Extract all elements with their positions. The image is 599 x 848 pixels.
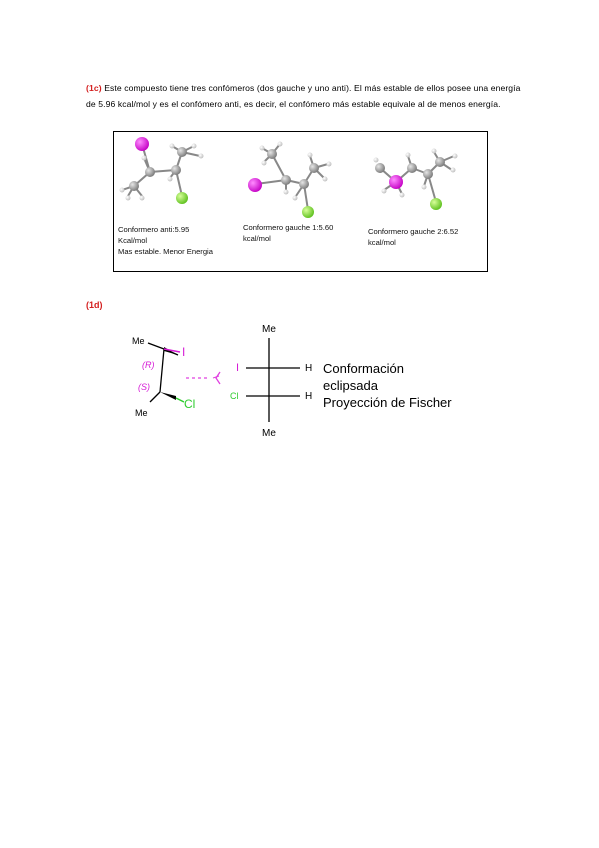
fischer-me-bottom: Me xyxy=(262,428,276,439)
caption-line-1: Conformación xyxy=(323,361,404,376)
zigzag-me-bottom: Me xyxy=(135,408,148,418)
conformer-anti-atoms xyxy=(119,137,204,204)
fischer-chlorine: Cl xyxy=(230,391,239,401)
iodine-bond xyxy=(163,348,181,353)
conformer-gauche1-caption: Conformero gauche 1:5.60 kcal/mol xyxy=(243,222,333,244)
paragraph-1c: (1c) Este compuesto tiene tres confómero… xyxy=(86,80,526,112)
conformer-gauche1-model xyxy=(255,143,329,211)
conformers-figure: Conformero anti:5.95 Kcal/mol Mas establ… xyxy=(113,131,488,272)
fischer-me-top: Me xyxy=(262,324,276,335)
dashed-arrow xyxy=(186,371,221,385)
zigzag-structure: Me Me (R) (S) I Cl xyxy=(132,336,195,418)
conformer-anti-caption: Conformero anti:5.95 Kcal/mol Mas establ… xyxy=(118,224,213,257)
conformer-gauche2-line2: kcal/mol xyxy=(368,238,396,247)
conformer-gauche1-line2: kcal/mol xyxy=(243,234,271,243)
zigzag-chlorine: Cl xyxy=(184,397,195,411)
stereo-label-r: (R) xyxy=(142,360,155,370)
caption-line-3: Proyección de Fischer xyxy=(323,395,452,410)
section-label-1d: (1d) xyxy=(86,300,103,310)
conformers-drawing xyxy=(119,137,458,218)
chlorine-bond xyxy=(175,397,185,403)
conformer-gauche2-line1: Conformero gauche 2:6.52 xyxy=(368,227,459,236)
conformer-gauche1-atoms xyxy=(248,141,332,218)
zigzag-iodine: I xyxy=(182,345,185,359)
conformer-anti-line3: Mas estable. Menor Energia xyxy=(118,247,213,256)
section-label-1c: (1c) xyxy=(86,82,102,93)
fischer-iodine: I xyxy=(236,362,239,374)
conformer-anti-line2: Kcal/mol xyxy=(118,236,148,245)
conformer-gauche2-atoms xyxy=(373,148,458,210)
paragraph-1c-text: Este compuesto tiene tres confómeros (do… xyxy=(86,82,521,109)
wedge-bond-bottom xyxy=(160,392,176,400)
fischer-h-bottom: H xyxy=(305,391,312,402)
stereo-label-s: (S) xyxy=(138,382,150,392)
fischer-projection: Me Me I Cl H H xyxy=(230,324,312,439)
conformer-gauche2-caption: Conformero gauche 2:6.52 kcal/mol xyxy=(368,226,458,248)
fischer-caption: Conformación eclipsada Proyección de Fis… xyxy=(323,361,452,410)
conformer-anti-line1: Conformero anti:5.95 xyxy=(118,225,190,234)
fischer-scheme: Me Me (R) (S) I Cl Me Me I Cl H H Conf xyxy=(132,324,452,439)
caption-line-2: eclipsada xyxy=(323,378,379,393)
fischer-h-top: H xyxy=(305,363,312,374)
conformer-gauche1-line1: Conformero gauche 1:5.60 xyxy=(243,223,334,232)
zigzag-me-top: Me xyxy=(132,336,145,346)
